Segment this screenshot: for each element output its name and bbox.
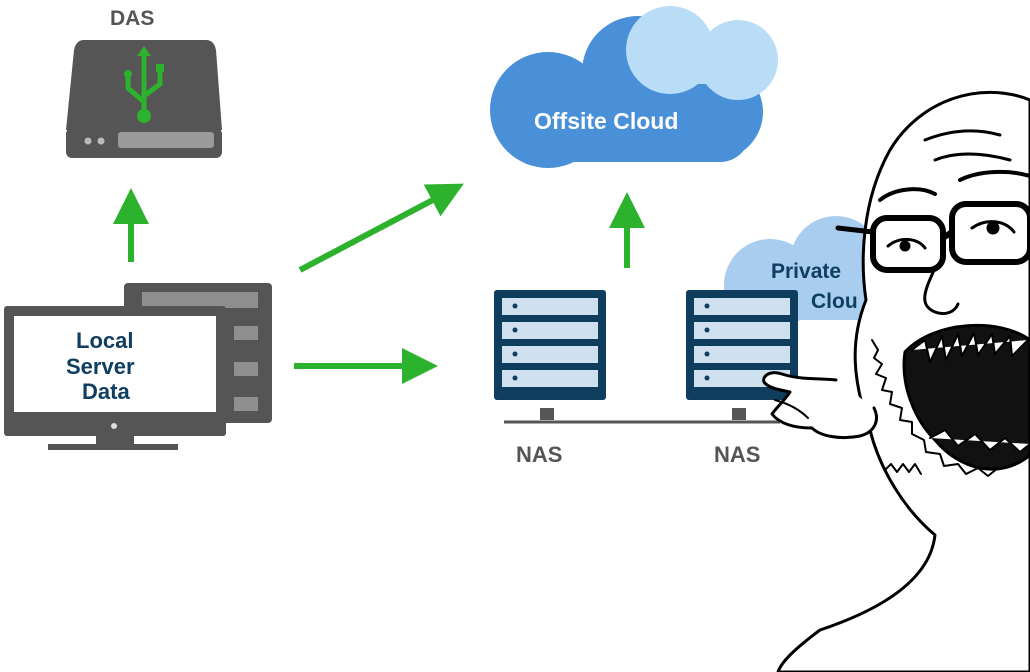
monitor-icon (4, 306, 226, 450)
private-cloud-label-line1: Private (771, 260, 842, 283)
usb-icon (124, 46, 164, 123)
local-server-label-line2: Server (66, 354, 135, 379)
das-label: DAS (110, 7, 155, 30)
nas-2-label: NAS (714, 442, 761, 467)
arrow-to-offsite-cloud (298, 183, 464, 273)
offsite-cloud-label: Offsite Cloud (534, 108, 679, 134)
offsite-cloud-icon (490, 6, 778, 168)
soyjak-face-icon (762, 90, 1030, 672)
local-server-label-line3: Data (82, 379, 130, 404)
nas-2-icon (686, 290, 798, 420)
private-cloud-label-line2: Clou (811, 290, 858, 313)
nas-1-icon (494, 290, 606, 420)
local-server-label-line1: Local (76, 328, 134, 353)
nas-1-label: NAS (516, 442, 563, 467)
arrows (113, 183, 645, 384)
